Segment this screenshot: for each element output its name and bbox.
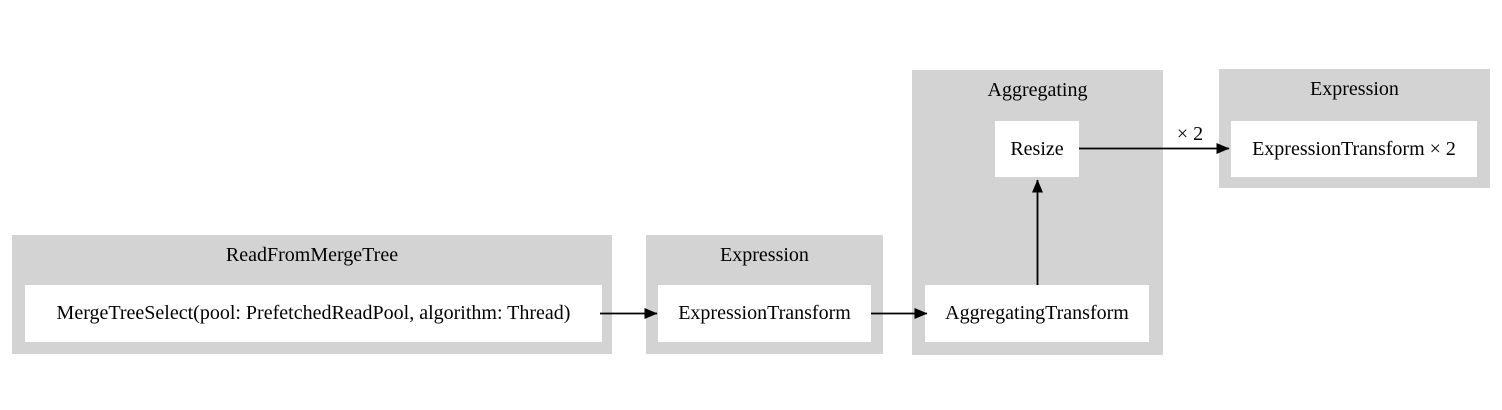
edge-multiplicity-label: × 2: [1176, 123, 1204, 145]
cluster-title-expression-1: Expression: [720, 244, 809, 266]
cluster-expression-2: Expression ExpressionTransform × 2: [1219, 69, 1490, 188]
cluster-title-read-from-merge-tree: ReadFromMergeTree: [225, 244, 399, 266]
cluster-read-from-merge-tree: ReadFromMergeTree MergeTreeSelect(pool: …: [12, 235, 612, 354]
node-aggregating-transform: AggregatingTransform: [925, 285, 1149, 342]
cluster-expression-1: Expression ExpressionTransform: [646, 235, 883, 354]
node-expression-transform-x2: ExpressionTransform × 2: [1231, 121, 1477, 177]
cluster-title-aggregating: Aggregating: [987, 79, 1088, 101]
node-merge-tree-select: MergeTreeSelect(pool: PrefetchedReadPool…: [25, 285, 602, 342]
node-expression-transform: ExpressionTransform: [658, 285, 871, 342]
cluster-aggregating: Aggregating Resize AggregatingTransform: [912, 70, 1163, 355]
node-resize: Resize: [995, 121, 1079, 177]
cluster-title-expression-2: Expression: [1310, 78, 1399, 100]
